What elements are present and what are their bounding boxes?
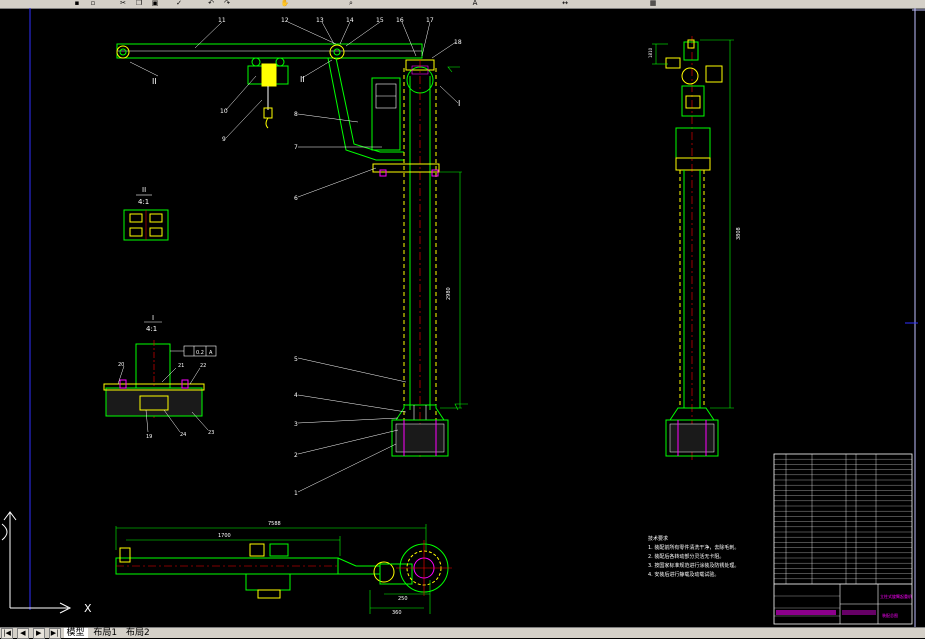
titleblock-title: 立柱式旋臂起重机 [880,593,912,599]
drawing-canvas[interactable]: 2980 11 12 13 14 15 16 17 18 10 9 [0,8,925,627]
detail-i-title: I [152,314,154,322]
notes-line-4: 4. 安装后进行静载及动载试验。 [648,571,719,578]
dim-top: 1810 [648,47,653,58]
redo-icon[interactable]: ↷ [224,0,230,7]
zoom-icon[interactable]: ⌕ [349,0,353,7]
tab-model[interactable]: 模型 [63,628,88,638]
notes-line-3: 3. 按国家标准规范进行涂装及防锈处理。 [648,562,739,569]
text-icon[interactable]: A [472,0,478,7]
properties-icon[interactable]: ▦ [649,0,657,7]
match-icon[interactable]: ✓ [176,0,182,7]
title-block: 立柱式旋臂起重机 装配总图 [773,453,913,625]
titleblock-dwg: 装配总图 [882,612,898,618]
plan-view [115,524,452,614]
dimension-icon[interactable]: ↔ [562,0,568,7]
dim-plan-base-b: 360 [392,610,402,616]
label-12: 12 [281,17,289,24]
ucs-icon [1,511,72,614]
tolerance-value: 0.2 [196,350,204,356]
front-view [116,43,468,460]
section-i-tag: I [458,99,460,108]
part-labels: 11 12 13 14 15 16 17 18 10 9 8 7 6 5 4 3… [152,17,462,497]
label-24: 24 [180,432,186,438]
tab-first-icon[interactable]: |◀ [1,628,13,639]
notes-line-1: 1. 装配前所有零件清洗干净，去除毛刺。 [648,544,739,551]
side-view [652,36,734,460]
label-13: 13 [316,17,324,24]
label-19: 19 [146,434,152,440]
detail-i: I 4:1 0.2 A 21 20 22 19 24 23 [103,314,217,440]
label-17: 17 [426,17,434,24]
label-4: 4 [294,392,298,399]
label-9: 9 [222,136,226,143]
label-21: 21 [178,363,184,369]
label-7: 7 [294,144,298,151]
tab-prev-icon[interactable]: ◀ [16,628,29,639]
label-11: 11 [218,17,226,24]
save-icon[interactable]: ▪ [74,0,80,7]
dim-plan-base-a: 250 [398,596,408,602]
dim-plan-arm: 1700 [218,533,231,539]
label-14: 14 [346,17,354,24]
detail-ii-title: II [142,186,146,194]
label-18: 18 [454,39,462,46]
label-1: 1 [294,490,298,497]
notes-title: 技术要求 [648,535,668,542]
detail-i-scale: 4:1 [146,325,157,333]
label-15: 15 [376,17,384,24]
label-16: 16 [396,17,404,24]
label-10: 10 [220,108,228,115]
label-5: 5 [294,356,298,363]
section-ii-tag-left: II [152,77,157,86]
tab-layout1[interactable]: 布局1 [93,628,118,638]
detail-ii-scale: 4:1 [138,198,149,206]
label-3: 3 [294,421,298,428]
dim-col-height: 2980 [446,287,452,300]
label-6: 6 [294,195,298,202]
label-8: 8 [294,111,298,118]
notes-line-2: 2. 装配后各转动部分灵活无卡阻。 [648,553,724,560]
leader-lines [129,21,459,493]
tolerance-datum: A [209,350,213,356]
plan-dims: 7588 1700 250 360 [218,521,408,616]
tab-next-icon[interactable]: ▶ [32,628,45,639]
tab-layout2[interactable]: 布局2 [126,628,150,638]
dim-plan-width: 7588 [268,521,281,527]
ucs-x-label: X [84,602,92,615]
print-icon[interactable]: ▫ [90,0,96,7]
layout-tabs: |◀ ◀ ▶ ▶| 模型 布局1 布局2 [0,627,925,639]
pan-icon[interactable]: ✋ [280,0,290,7]
copy-icon[interactable]: ❐ [135,0,143,7]
paste-icon[interactable]: ▣ [151,0,159,7]
label-22: 22 [200,363,206,369]
label-20: 20 [118,362,124,368]
tab-last-icon[interactable]: ▶| [48,628,61,639]
label-2: 2 [294,452,298,459]
label-23: 23 [208,430,214,436]
cut-icon[interactable]: ✂ [120,0,126,7]
undo-icon[interactable]: ↶ [208,0,214,7]
detail-ii: II 4:1 [123,186,169,241]
dim-side-height: 3808 [736,227,742,240]
section-ii-tag-mid: II [300,75,305,84]
technical-notes: 技术要求 1. 装配前所有零件清洗干净，去除毛刺。 2. 装配后各转动部分灵活无… [648,535,739,578]
toolbar: ▪ ▫ ✂ ❐ ▣ ✓ ↶ ↷ ✋ ⌕ A ↔ ▦ [0,0,925,9]
